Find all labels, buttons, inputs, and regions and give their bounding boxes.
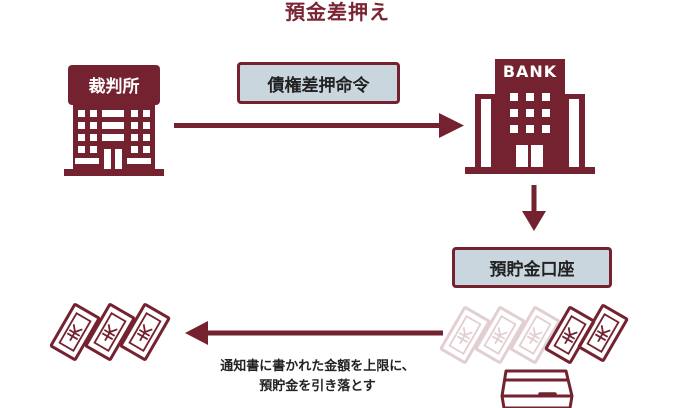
order-label: 債権差押命令	[267, 75, 370, 96]
diagram-title: 預金差押え	[285, 0, 390, 24]
withdrawal-note-line1: 通知書に書かれた金額を上限に、	[220, 359, 415, 374]
bankcard-icon	[500, 369, 574, 408]
account-label: 預貯金口座	[489, 260, 575, 280]
arrow-right-icon	[174, 113, 464, 138]
banknotes-withdrawn-icon	[50, 302, 171, 362]
courthouse-label: 裁判所	[88, 77, 140, 97]
banknotes-account-icon	[440, 303, 629, 365]
account-label-box: 預貯金口座	[452, 247, 612, 288]
bank-label: BANK	[502, 62, 558, 81]
arrow-left-icon	[185, 321, 443, 345]
withdrawal-note: 通知書に書かれた金額を上限に、 預貯金を引き落とす	[180, 357, 455, 397]
courthouse-building-icon	[64, 65, 164, 176]
arrow-down-icon	[522, 185, 546, 231]
order-label-box: 債権差押命令	[237, 62, 400, 104]
bank-building-icon	[465, 59, 595, 174]
withdrawal-note-line2: 預貯金を引き落とす	[259, 379, 376, 394]
